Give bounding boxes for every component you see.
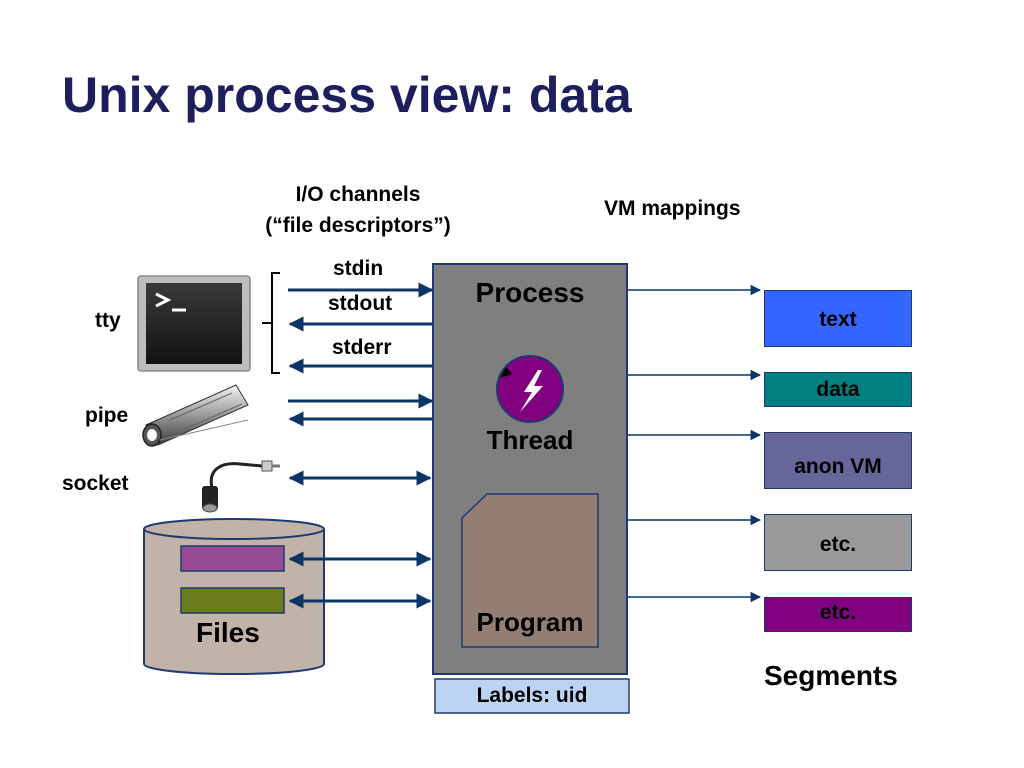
audio-plug-icon <box>202 460 280 513</box>
stderr-label: stderr <box>332 336 392 359</box>
segment-label: etc. <box>819 533 857 556</box>
io-header-line1: I/O channels <box>295 183 421 206</box>
lightning-icon <box>520 370 543 412</box>
segment-text: text <box>764 290 912 347</box>
segment-label: etc. <box>819 601 857 624</box>
terminal-icon <box>137 275 251 372</box>
io-channels-header: I/O channels (“file descriptors”) <box>238 179 478 241</box>
segment-label: data <box>816 378 860 401</box>
files-label: Files <box>196 617 260 648</box>
vm-mappings-header: VM mappings <box>604 197 741 220</box>
stdin-label: stdin <box>333 257 384 280</box>
socket-label: socket <box>62 472 129 495</box>
thread-cycle-arrow-icon <box>500 367 512 378</box>
labels-uid-label: Labels: uid <box>476 684 588 707</box>
segment-anon-vm: anon VM <box>764 432 912 489</box>
segment-label: text <box>819 308 857 331</box>
labels-box <box>434 678 630 714</box>
thread-label: Thread <box>486 425 574 455</box>
program-shape <box>461 493 599 648</box>
segment-label: anon VM <box>794 455 882 478</box>
file-entry <box>180 587 285 614</box>
segment-etc: etc. <box>764 597 912 632</box>
tty-bracket <box>262 272 280 374</box>
pipe-label: pipe <box>85 404 129 427</box>
program-label: Program <box>476 607 584 637</box>
stdout-label: stdout <box>328 292 393 315</box>
tty-label: tty <box>95 309 121 332</box>
segment-data: data <box>764 372 912 407</box>
io-header-line2: (“file descriptors”) <box>265 214 451 237</box>
pipe-icon <box>142 384 249 447</box>
segment-etc: etc. <box>764 514 912 571</box>
process-label: Process <box>475 277 585 308</box>
slide-title: Unix process view: data <box>62 67 632 123</box>
segments-caption: Segments <box>764 660 898 691</box>
file-entry <box>180 545 285 572</box>
